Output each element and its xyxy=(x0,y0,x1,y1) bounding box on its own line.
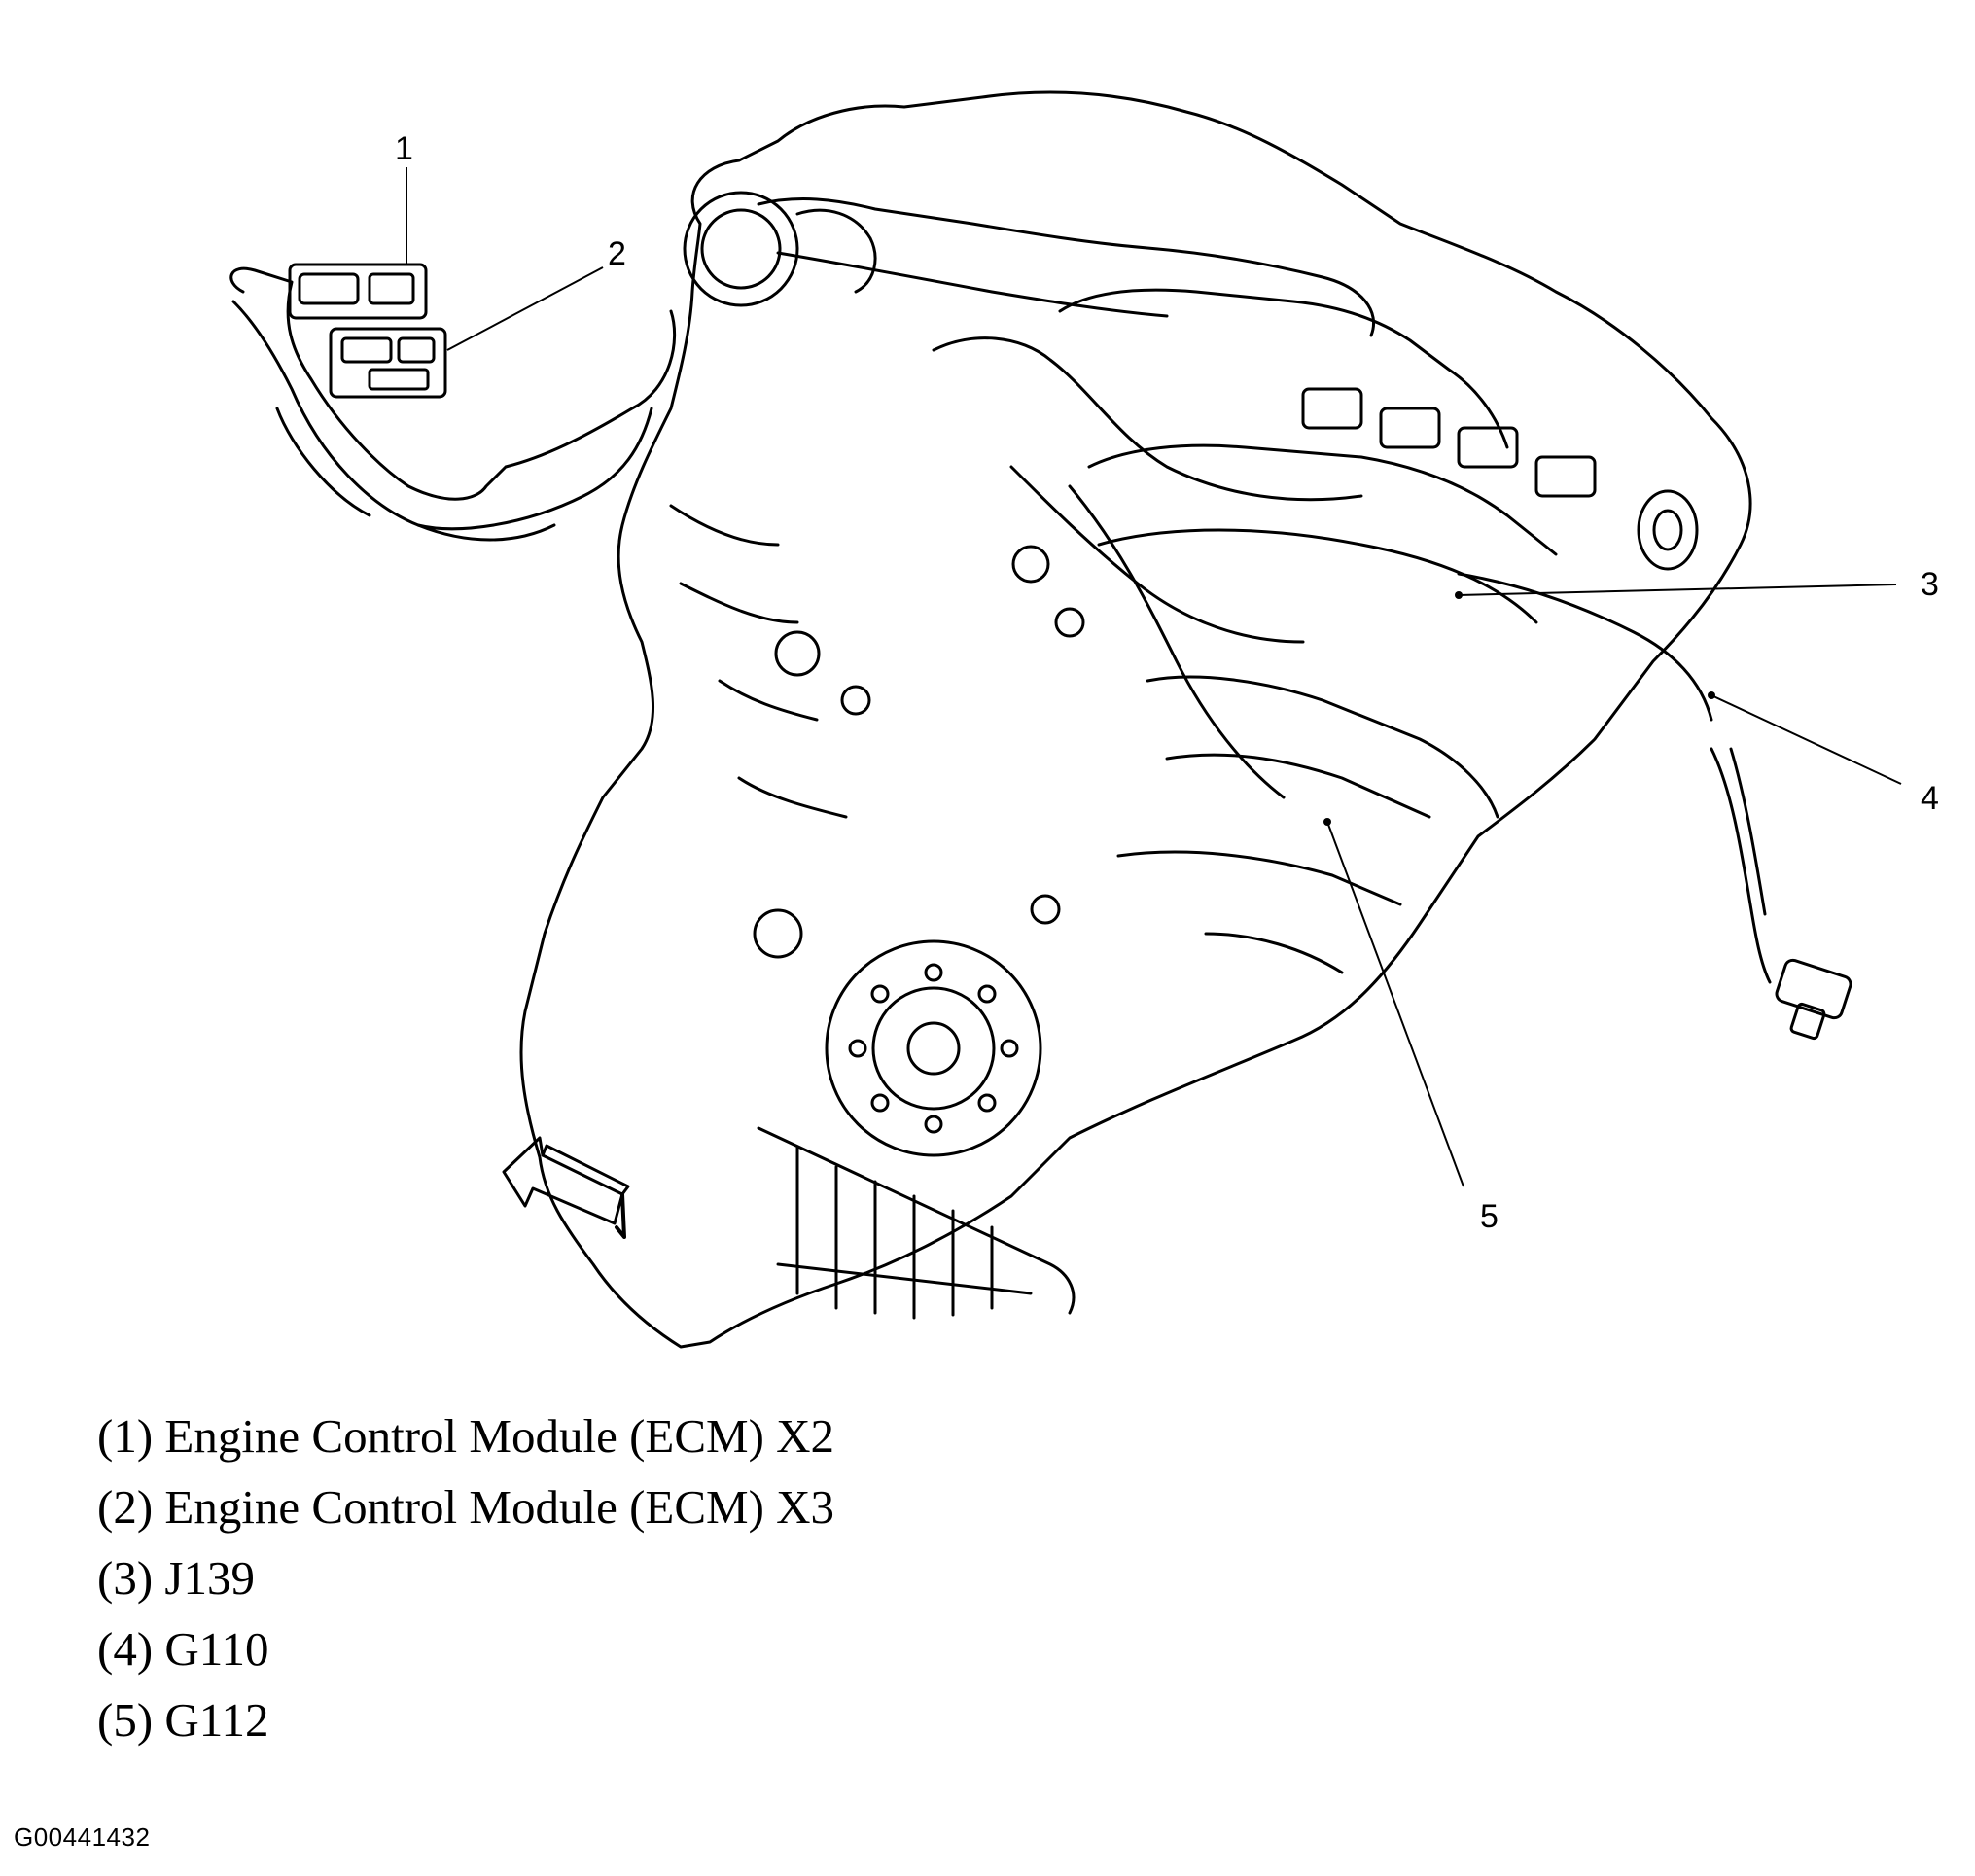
sensor-connector xyxy=(1775,958,1852,1041)
component-legend: (1) Engine Control Module (ECM) X2 (2) E… xyxy=(97,1400,834,1755)
leader-line-4 xyxy=(1710,694,1902,785)
callout-2: 2 xyxy=(608,235,626,272)
legend-item-4: (4) G110 xyxy=(97,1622,269,1676)
callout-5: 5 xyxy=(1480,1198,1499,1235)
leader-line-2 xyxy=(446,266,604,351)
legend-item-5: (5) G112 xyxy=(97,1693,269,1747)
legend-item-1: (1) Engine Control Module (ECM) X2 xyxy=(97,1409,835,1463)
ecm-x3-connector xyxy=(329,327,447,399)
ecm-harness xyxy=(229,266,677,542)
ecm-x2-connector xyxy=(288,263,428,320)
pulley-bolt-holes xyxy=(848,963,1019,1134)
legend-item-2: (2) Engine Control Module (ECM) X3 xyxy=(97,1480,835,1534)
engine-block xyxy=(519,90,1772,1349)
leader-line-5 xyxy=(1326,821,1464,1187)
engine-harness-diagram: 1 2 3 4 5 xyxy=(229,90,1939,1349)
legend-item-3: (3) J139 xyxy=(97,1551,255,1605)
leader-line-3 xyxy=(1458,584,1897,596)
front-direction-arrow xyxy=(502,1136,630,1239)
callout-1: 1 xyxy=(395,130,413,167)
callout-4: 4 xyxy=(1921,780,1939,817)
callout-3: 3 xyxy=(1921,566,1939,603)
figure-id: G00441432 xyxy=(14,1823,151,1852)
